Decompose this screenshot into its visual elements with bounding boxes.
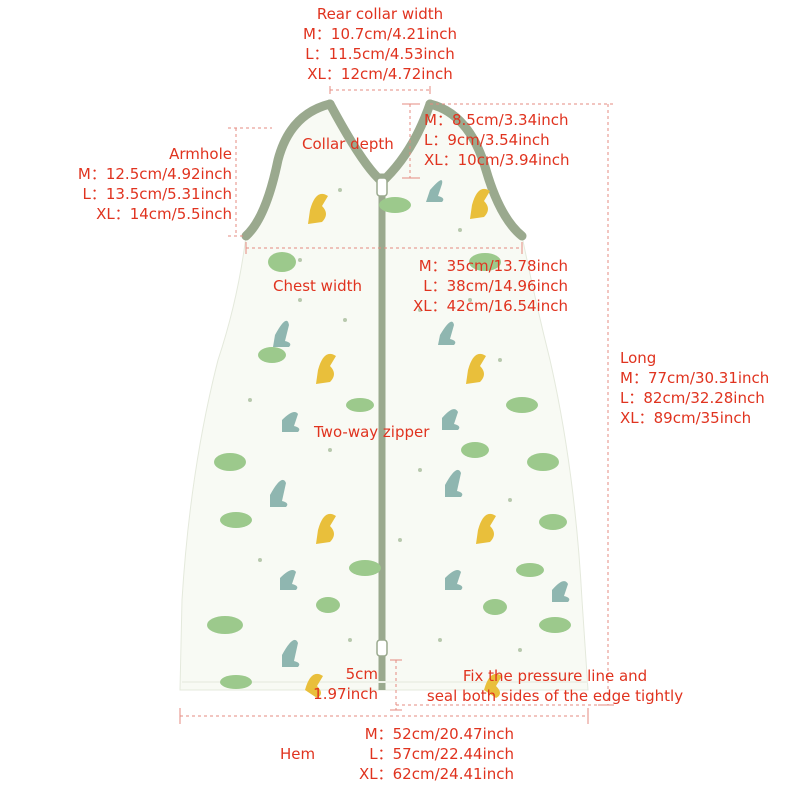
dinosaur-print-pattern <box>207 180 571 698</box>
chest-width-values: M：35cm/13.78inch L：38cm/14.96inch XL：42c… <box>368 256 568 316</box>
right-armhole-trim <box>425 99 527 241</box>
rear-collar-width-l: L：11.5cm/4.53inch <box>305 45 455 63</box>
chest-width-l: L：38cm/14.96inch <box>423 277 568 295</box>
rear-collar-width-xl: XL：12cm/4.72inch <box>307 65 453 83</box>
rear-collar-width-label: Rear collar width M：10.7cm/4.21inch L：11… <box>260 4 500 84</box>
pressure-line-note-1: Fix the pressure line and <box>462 667 648 685</box>
chest-width-m: M：35cm/13.78inch <box>418 257 568 275</box>
edge-size-label: 5cm 1.97inch <box>296 664 378 704</box>
pressure-line-note-2: seal both sides of the edge tightly <box>426 687 684 705</box>
pressure-line-note: Fix the pressure line and seal both side… <box>400 666 710 706</box>
chest-width-title: Chest width <box>273 277 363 295</box>
long-title: Long <box>620 349 657 367</box>
hem-l: L：57cm/22.44inch <box>369 745 514 763</box>
collar-depth-xl: XL：10cm/3.94inch <box>424 151 570 169</box>
collar-depth-l: L：9cm/3.54inch <box>424 131 550 149</box>
long-l: L：82cm/32.28inch <box>620 389 765 407</box>
hem-values: M：52cm/20.47inch L：57cm/22.44inch XL：62c… <box>300 724 514 784</box>
armhole-title: Armhole <box>169 145 232 163</box>
zipper-pull-icon <box>376 177 388 197</box>
hem-xl: XL：62cm/24.41inch <box>358 765 514 783</box>
edge-size-cm: 5cm <box>345 665 378 683</box>
zipper-bottom-stop <box>376 639 388 657</box>
armhole-xl: XL：14cm/5.5inch <box>96 205 232 223</box>
collar-depth-title: Collar depth <box>302 135 394 153</box>
collar-depth-m: M：8.5cm/3.34inch <box>424 111 569 129</box>
hem-title: Hem <box>280 745 316 763</box>
long-label: Long M：77cm/30.31inch L：82cm/32.28inch X… <box>620 348 769 428</box>
hem-m: M：52cm/20.47inch <box>364 725 514 743</box>
dimension-lines <box>179 86 614 724</box>
long-m: M：77cm/30.31inch <box>620 369 770 387</box>
armhole-l: L：13.5cm/5.31inch <box>82 185 233 203</box>
long-xl: XL：89cm/35inch <box>620 409 752 427</box>
collar-depth-values: M：8.5cm/3.34inch L：9cm/3.54inch XL：10cm/… <box>424 110 569 170</box>
armhole-m: M：12.5cm/4.92inch <box>77 165 232 183</box>
rear-collar-width-title: Rear collar width <box>316 5 444 23</box>
two-way-zipper-label: Two-way zipper <box>314 423 430 441</box>
rear-collar-width-m: M：10.7cm/4.21inch <box>302 25 458 43</box>
edge-size-inch: 1.97inch <box>313 685 378 703</box>
chest-width-xl: XL：42cm/16.54inch <box>412 297 568 315</box>
armhole-label: Armhole M：12.5cm/4.92inch L：13.5cm/5.31i… <box>0 144 232 224</box>
left-armhole-trim <box>241 99 335 241</box>
